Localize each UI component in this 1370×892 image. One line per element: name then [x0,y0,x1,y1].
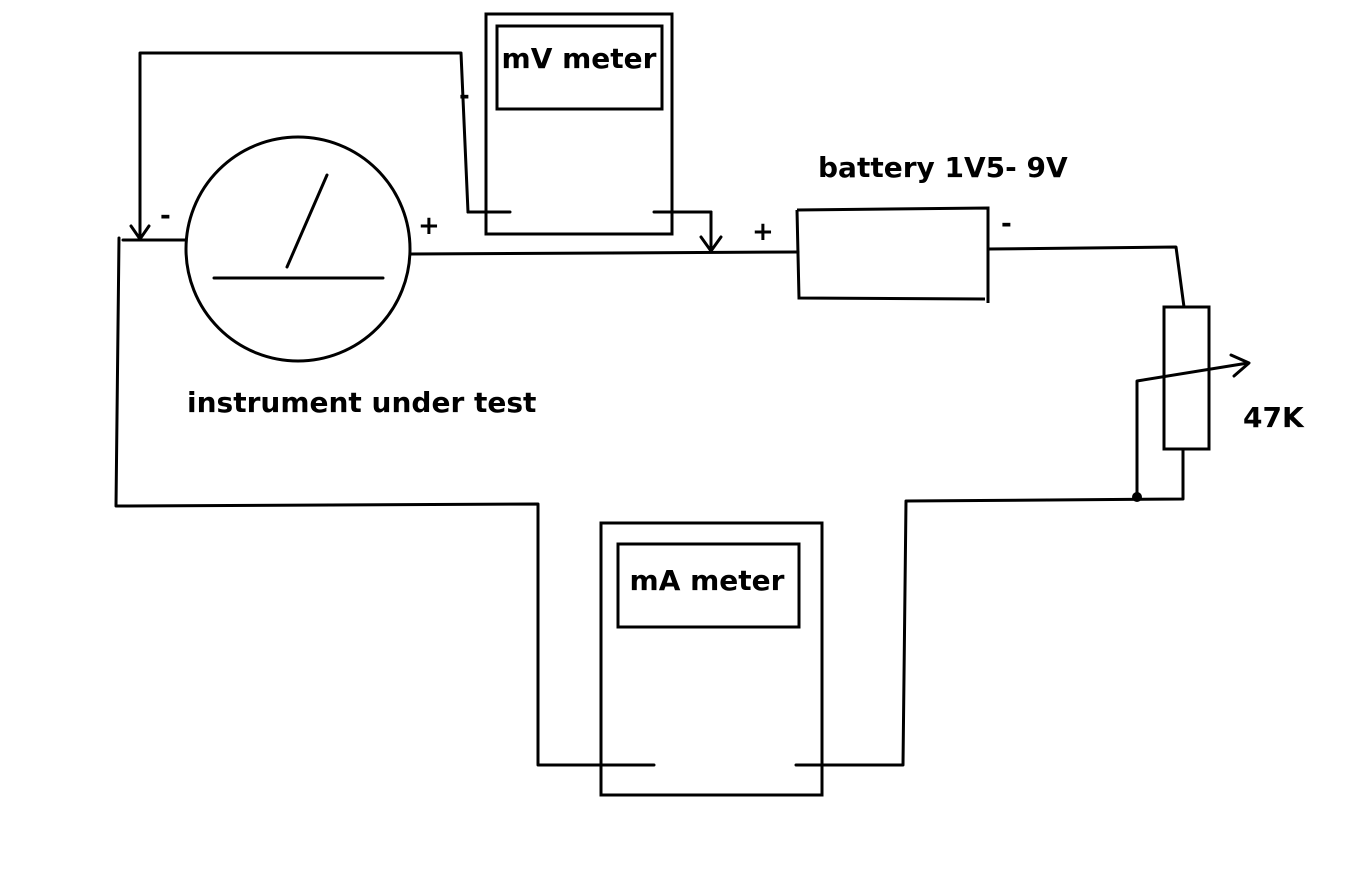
instrument-plus-sign: + [418,211,440,241]
battery-minus-wire [986,245,1186,309]
instrument-needle [285,173,329,269]
mv-meter: mV meter [466,12,713,236]
variable-resistor: 47K [1135,305,1305,499]
ma-meter-body [599,521,824,797]
mv-meter-body [484,12,674,236]
mv-meter-label: mV meter [502,42,657,75]
mv-negative-lead [138,51,470,240]
right-loop-wire [794,447,1185,767]
battery-body [795,206,990,303]
resistor-body [1162,305,1211,451]
ma-meter-display [616,542,801,629]
instrument-under-test: instrument under test - + [160,135,536,419]
resistor-wiper [1135,361,1250,499]
instrument-minus-sign: - [160,201,171,231]
left-loop-wire [114,236,656,767]
battery-plus-sign: + [752,217,774,247]
battery-minus-sign: - [1001,209,1012,239]
junction-dot [1132,492,1142,502]
resistor-wiper-arrow [1229,353,1251,378]
resistor-value-label: 47K [1243,401,1305,434]
instrument-label: instrument under test [187,386,536,419]
instrument-plus-wire [408,250,800,256]
instrument-dial [184,135,412,363]
battery-label: battery 1V5- 9V [818,151,1068,184]
mv-meter-display [495,24,664,111]
battery: battery 1V5- 9V + - [752,151,1068,303]
ma-meter: mA meter [599,521,824,797]
mv-minus-sign: - [459,81,470,111]
ma-meter-label: mA meter [630,564,785,597]
